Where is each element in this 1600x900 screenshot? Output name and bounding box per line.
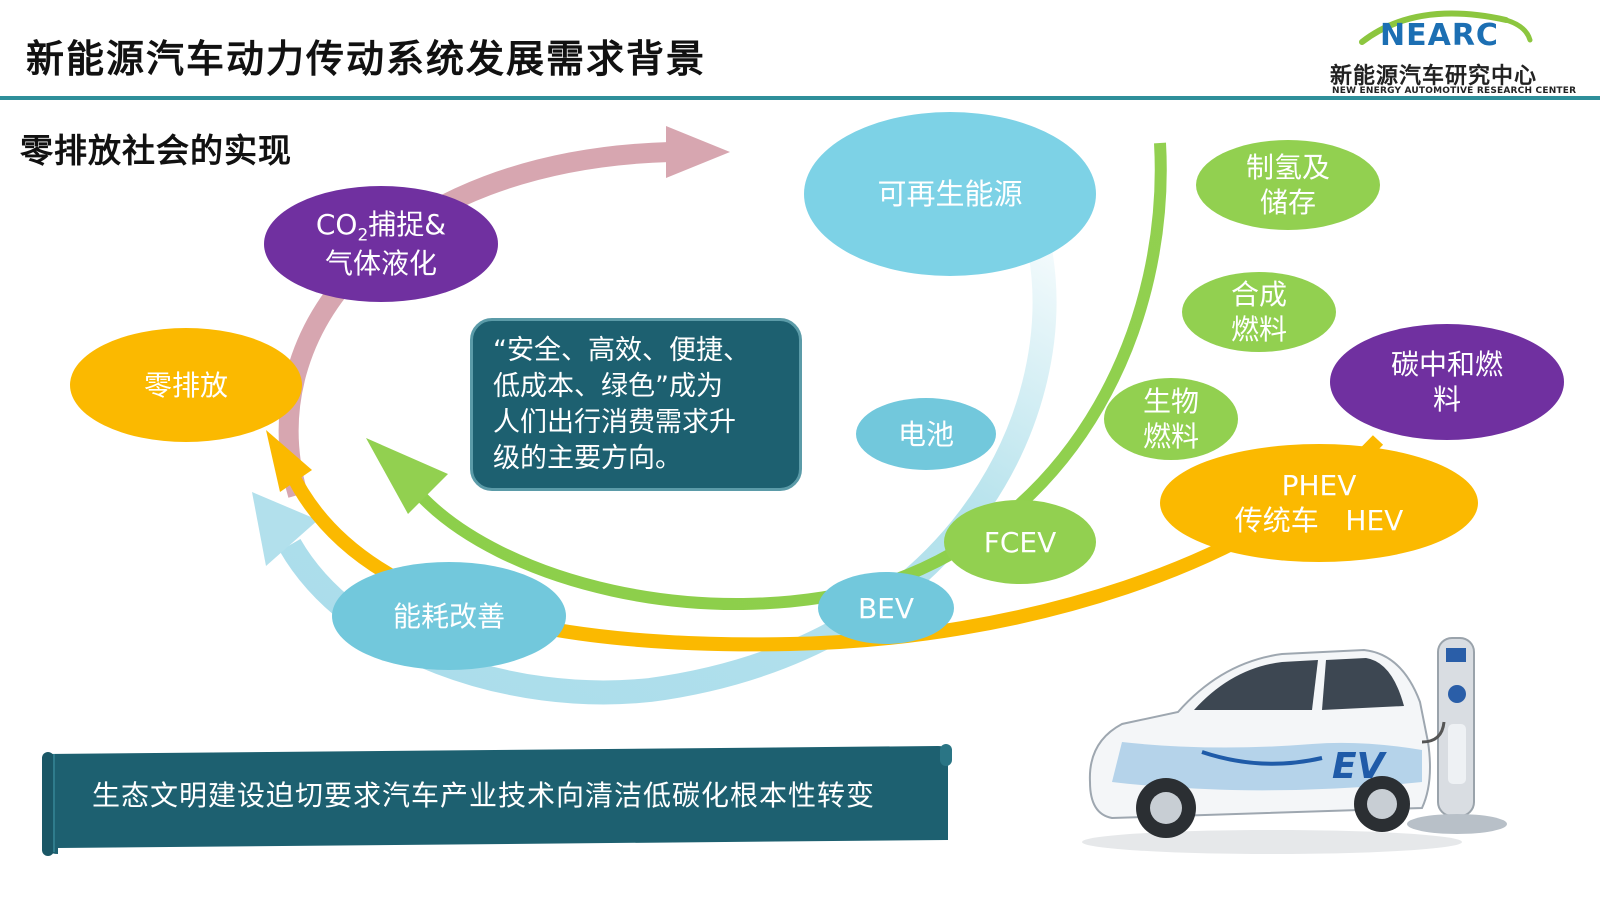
node-energy-efficiency-label: 能耗改善 [392, 599, 505, 633]
node-hydrogen: 制氢及 储存 [1196, 140, 1380, 230]
logo-org-name-en: NEW ENERGY AUTOMOTIVE RESEARCH CENTER [1332, 86, 1577, 96]
node-phev-hev-label: PHEV 传统车 HEV [1234, 469, 1404, 537]
node-co2-capture-label: CO2捕捉& 气体液化 [316, 207, 446, 282]
node-bev-label: BEV [857, 591, 915, 625]
node-energy-efficiency: 能耗改善 [332, 562, 566, 670]
charging-station-icon [1407, 637, 1507, 834]
nearc-logo: NEARC 新能源汽车研究中心 NEW ENERGY AUTOMOTIVE RE… [1330, 6, 1596, 96]
page-title: 新能源汽车动力传动系统发展需求背景 [26, 37, 707, 81]
banner-text: 生态文明建设迫切要求汽车产业技术向清洁低碳化根本性转变 [92, 779, 876, 812]
node-bev: BEV [818, 572, 954, 644]
center-text-box: “安全、高效、便捷、 低成本、绿色”成为 人们出行消费需求升 级的主要方向。 [470, 318, 802, 491]
center-text-line3: 人们出行消费需求升 [493, 407, 736, 438]
node-zero-emission-label: 零排放 [143, 368, 228, 402]
node-co2-line2: 气体液化 [324, 247, 437, 281]
header-divider [0, 96, 1600, 100]
node-carbon-neutral-fuel-label: 碳中和燃 料 [1390, 348, 1503, 416]
center-text-line1: “安全、高效、便捷、 [493, 335, 750, 366]
section-subtitle: 零排放社会的实现 [20, 131, 292, 170]
node-carbon-neutral-fuel: 碳中和燃 料 [1330, 324, 1564, 440]
node-fcev: FCEV [944, 500, 1096, 584]
ev-car-illustration: EV [1082, 637, 1507, 854]
node-phev-hev: PHEV 传统车 HEV [1160, 444, 1478, 562]
node-renewable-energy: 可再生能源 [804, 112, 1096, 276]
node-battery-label: 电池 [897, 417, 954, 451]
node-zero-emission: 零排放 [70, 328, 302, 442]
node-co2-line1: CO2捕捉& [315, 207, 447, 246]
node-battery: 电池 [856, 398, 996, 470]
center-text-line4: 级的主要方向。 [493, 443, 682, 474]
node-hydrogen-label: 制氢及 储存 [1245, 151, 1330, 219]
node-synthetic-fuel-label: 合成 燃料 [1230, 278, 1287, 346]
center-text-line2: 低成本、绿色”成为 [493, 371, 723, 402]
node-biofuel: 生物 燃料 [1104, 378, 1238, 460]
logo-org-name: 新能源汽车研究中心 [1330, 64, 1538, 89]
banner-scroll [42, 744, 952, 856]
node-co2-capture: CO2捕捉& 气体液化 [264, 186, 498, 302]
car-body-icon: EV [1082, 648, 1462, 854]
logo-arc-icon [1359, 10, 1533, 45]
node-fcev-label: FCEV [983, 525, 1057, 559]
node-renewable-energy-label: 可再生能源 [877, 176, 1023, 211]
node-biofuel-label: 生物 燃料 [1142, 385, 1199, 453]
node-synthetic-fuel: 合成 燃料 [1182, 272, 1336, 352]
logo-brand: NEARC [1380, 18, 1499, 53]
